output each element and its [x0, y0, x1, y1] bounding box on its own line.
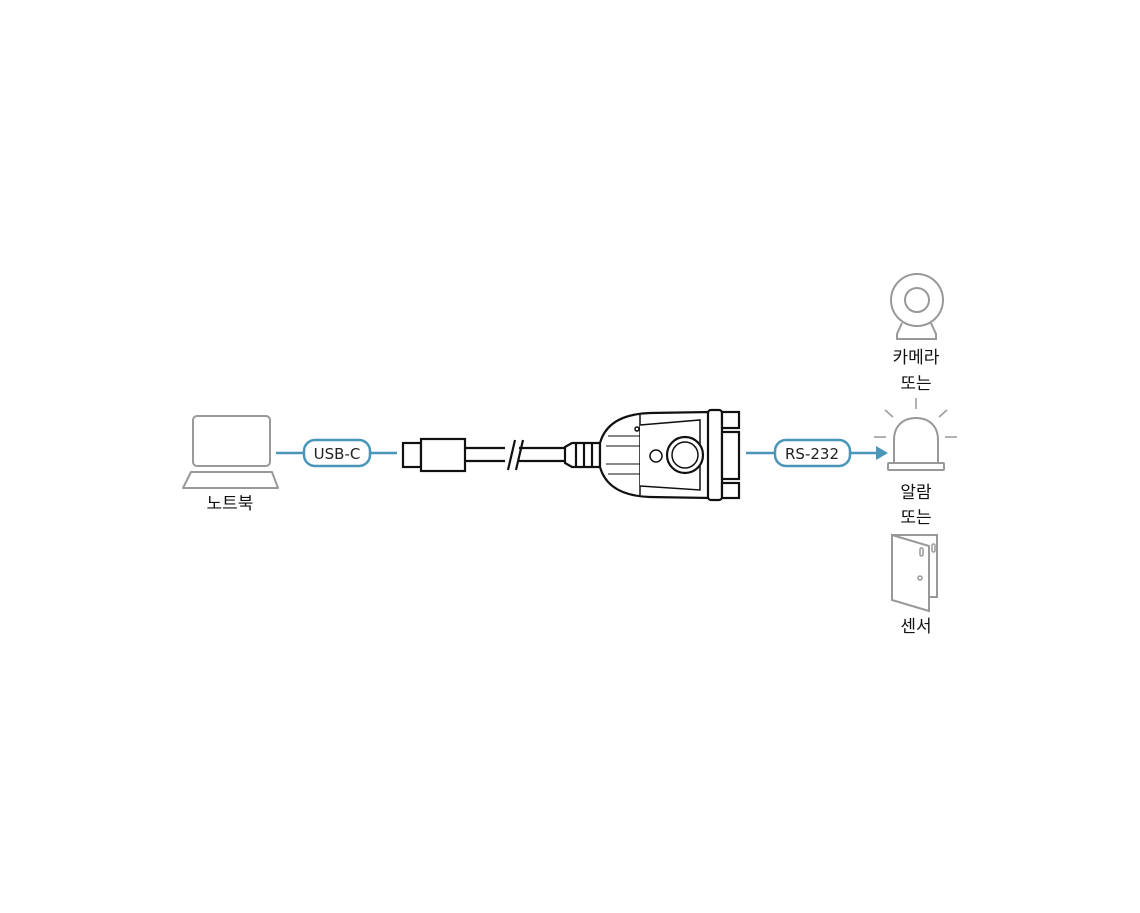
- alarm-label: 알람: [900, 483, 932, 503]
- camera-label: 카메라: [893, 348, 940, 368]
- or-label-1: 또는: [900, 374, 931, 394]
- door-sensor-icon: [891, 533, 938, 613]
- arrow-head-icon: [876, 446, 888, 460]
- rs232-label: RS-232: [785, 445, 839, 463]
- camera-icon: [890, 273, 944, 340]
- usb-rs232-adapter-icon: [401, 408, 741, 502]
- or-label-2: 또는: [900, 508, 931, 528]
- sensor-label: 센서: [900, 617, 931, 637]
- usb-c-label: USB-C: [314, 445, 361, 463]
- laptop-icon: [182, 415, 279, 489]
- alarm-siren-icon: [874, 398, 957, 471]
- laptop-label: 노트북: [207, 494, 254, 514]
